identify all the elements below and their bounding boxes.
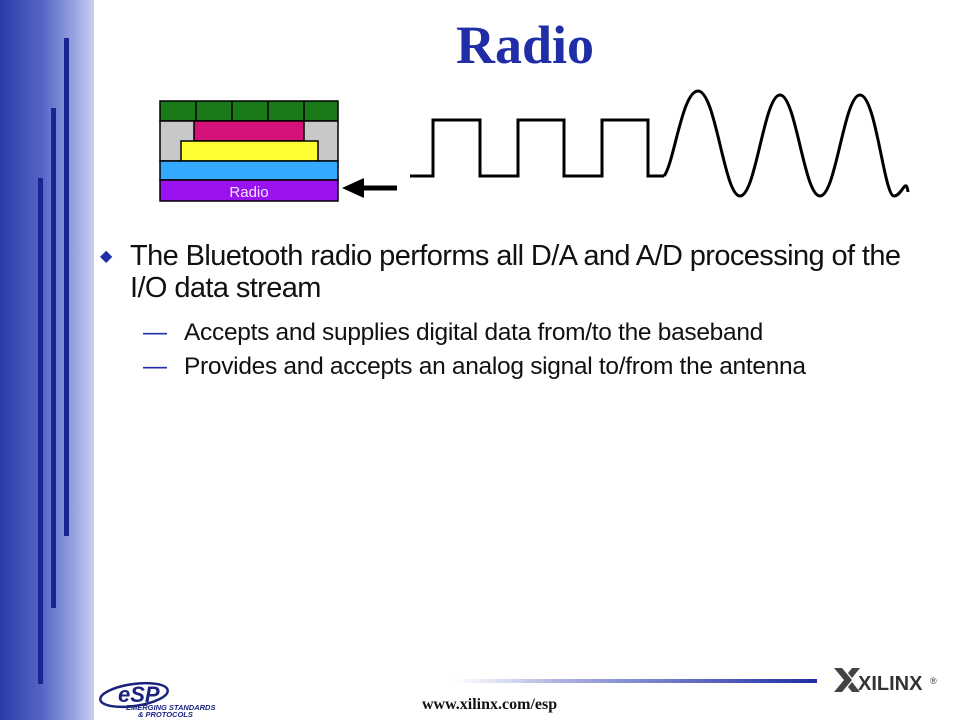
sub-bullet-text: Provides and accepts an analog signal to… [184, 353, 806, 380]
footer-url: www.xilinx.com/esp [422, 696, 558, 713]
analog-sine-wave [662, 89, 910, 198]
diamond-bullet-icon: ◆ [100, 248, 112, 265]
dash-bullet-icon: — [143, 353, 167, 380]
left-arrow [342, 178, 397, 198]
decor-vertical-line [64, 38, 69, 536]
esp-tagline-2: & PROTOCOLS [138, 710, 193, 718]
stack-layer-cyan [159, 160, 339, 181]
xilinx-logo: XILINX ® [834, 668, 937, 695]
esp-logo-text: eSP [118, 682, 160, 707]
decor-vertical-line [38, 178, 43, 684]
stack-layer-yellow [180, 140, 319, 162]
registered-mark: ® [930, 676, 937, 686]
slide-title: Radio [455, 15, 595, 75]
xilinx-mark-icon [834, 668, 860, 692]
bullet-text: The Bluetooth radio performs all D/A and… [130, 240, 901, 304]
decor-vertical-line [51, 108, 56, 608]
left-gradient-band [0, 0, 94, 720]
stack-layer-magenta [193, 120, 305, 142]
radio-signal-diagram: Radio [159, 89, 910, 202]
esp-logo: eSP EMERGING STANDARDS & PROTOCOLS [99, 681, 215, 718]
sub-bullet-text: Accepts and supplies digital data from/t… [184, 319, 763, 346]
bullet-item: ◆ The Bluetooth radio performs all D/A a… [100, 240, 940, 304]
stack-layer-green [159, 100, 339, 122]
sub-bullet-item: — Provides and accepts an analog signal … [100, 352, 940, 381]
digital-square-wave [410, 118, 664, 178]
protocol-stack-block: Radio [159, 100, 339, 202]
radio-block-label: Radio [229, 184, 268, 201]
xilinx-logo-text: XILINX [858, 673, 923, 695]
sub-bullet-item: — Accepts and supplies digital data from… [100, 318, 940, 347]
dash-bullet-icon: — [143, 319, 167, 346]
bullet-list: ◆ The Bluetooth radio performs all D/A a… [100, 240, 940, 381]
esp-tagline-1: EMERGING STANDARDS [126, 703, 215, 712]
footer-rule [455, 679, 817, 683]
stack-layer-radio [159, 179, 339, 202]
